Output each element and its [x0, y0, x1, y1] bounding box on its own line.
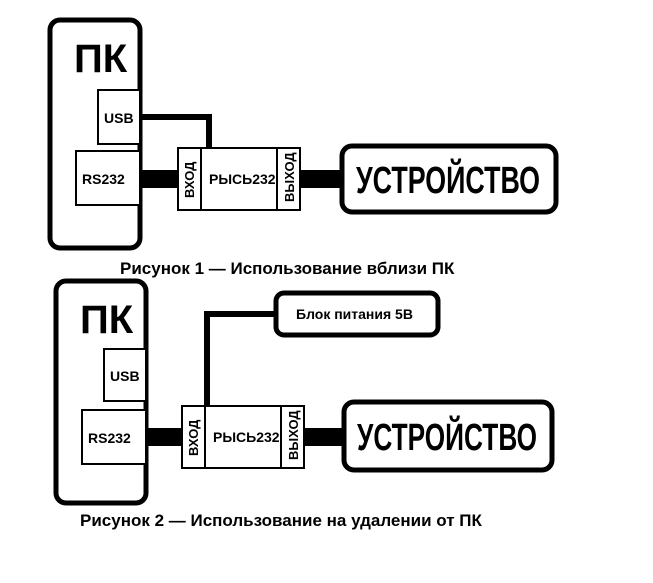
- adapter-input-label-1: ВХОД: [182, 161, 197, 198]
- device-box-1: [339, 143, 559, 215]
- usb-port-2: [103, 348, 147, 402]
- rs232-label-2: RS232: [88, 430, 131, 446]
- figure-1: ПК USB RS232 ВХОД РЫСЬ232 ВЫХОД УСТРОЙСТ…: [47, 17, 559, 278]
- device-box-2: [341, 399, 555, 473]
- power-cable-2: [204, 311, 276, 406]
- usb-cable-1: [140, 114, 212, 148]
- caption-1: Рисунок 1 — Использование вблизи ПК: [120, 259, 455, 278]
- device-label-2: УСТРОЙСТВО: [357, 414, 537, 459]
- rs232-port-2: [81, 409, 147, 465]
- pc-label-1: ПК: [74, 37, 128, 81]
- power-supply-box-2: [273, 290, 441, 338]
- figure-2: ПК USB RS232 Блок питания 5В ВХОД РЫСЬ23…: [53, 278, 555, 530]
- rs232-cable-2: [146, 428, 182, 446]
- adapter-input-label-2: ВХОД: [186, 419, 201, 456]
- device-label-1: УСТРОЙСТВО: [356, 157, 540, 202]
- adapter-output-label-2: ВЫХОД: [286, 410, 301, 460]
- usb-label-1: USB: [104, 110, 134, 126]
- power-supply-label-2: Блок питания 5В: [296, 306, 413, 322]
- usb-port-1: [97, 89, 141, 145]
- caption-2: Рисунок 2 — Использование на удалении от…: [80, 511, 482, 530]
- usb-label-2: USB: [110, 368, 140, 384]
- rs232-port-1: [75, 150, 141, 206]
- pc-label-2: ПК: [80, 298, 134, 342]
- device-cable-1: [300, 170, 342, 188]
- adapter-output-label-1: ВЫХОД: [282, 152, 297, 202]
- rs232-label-1: RS232: [82, 171, 125, 187]
- device-cable-2: [304, 428, 344, 446]
- adapter-box-2: [181, 405, 305, 469]
- adapter-label-2: РЫСЬ232: [213, 429, 280, 445]
- adapter-box-1: [177, 147, 301, 211]
- rs232-cable-1: [140, 170, 178, 188]
- adapter-label-1: РЫСЬ232: [209, 171, 276, 187]
